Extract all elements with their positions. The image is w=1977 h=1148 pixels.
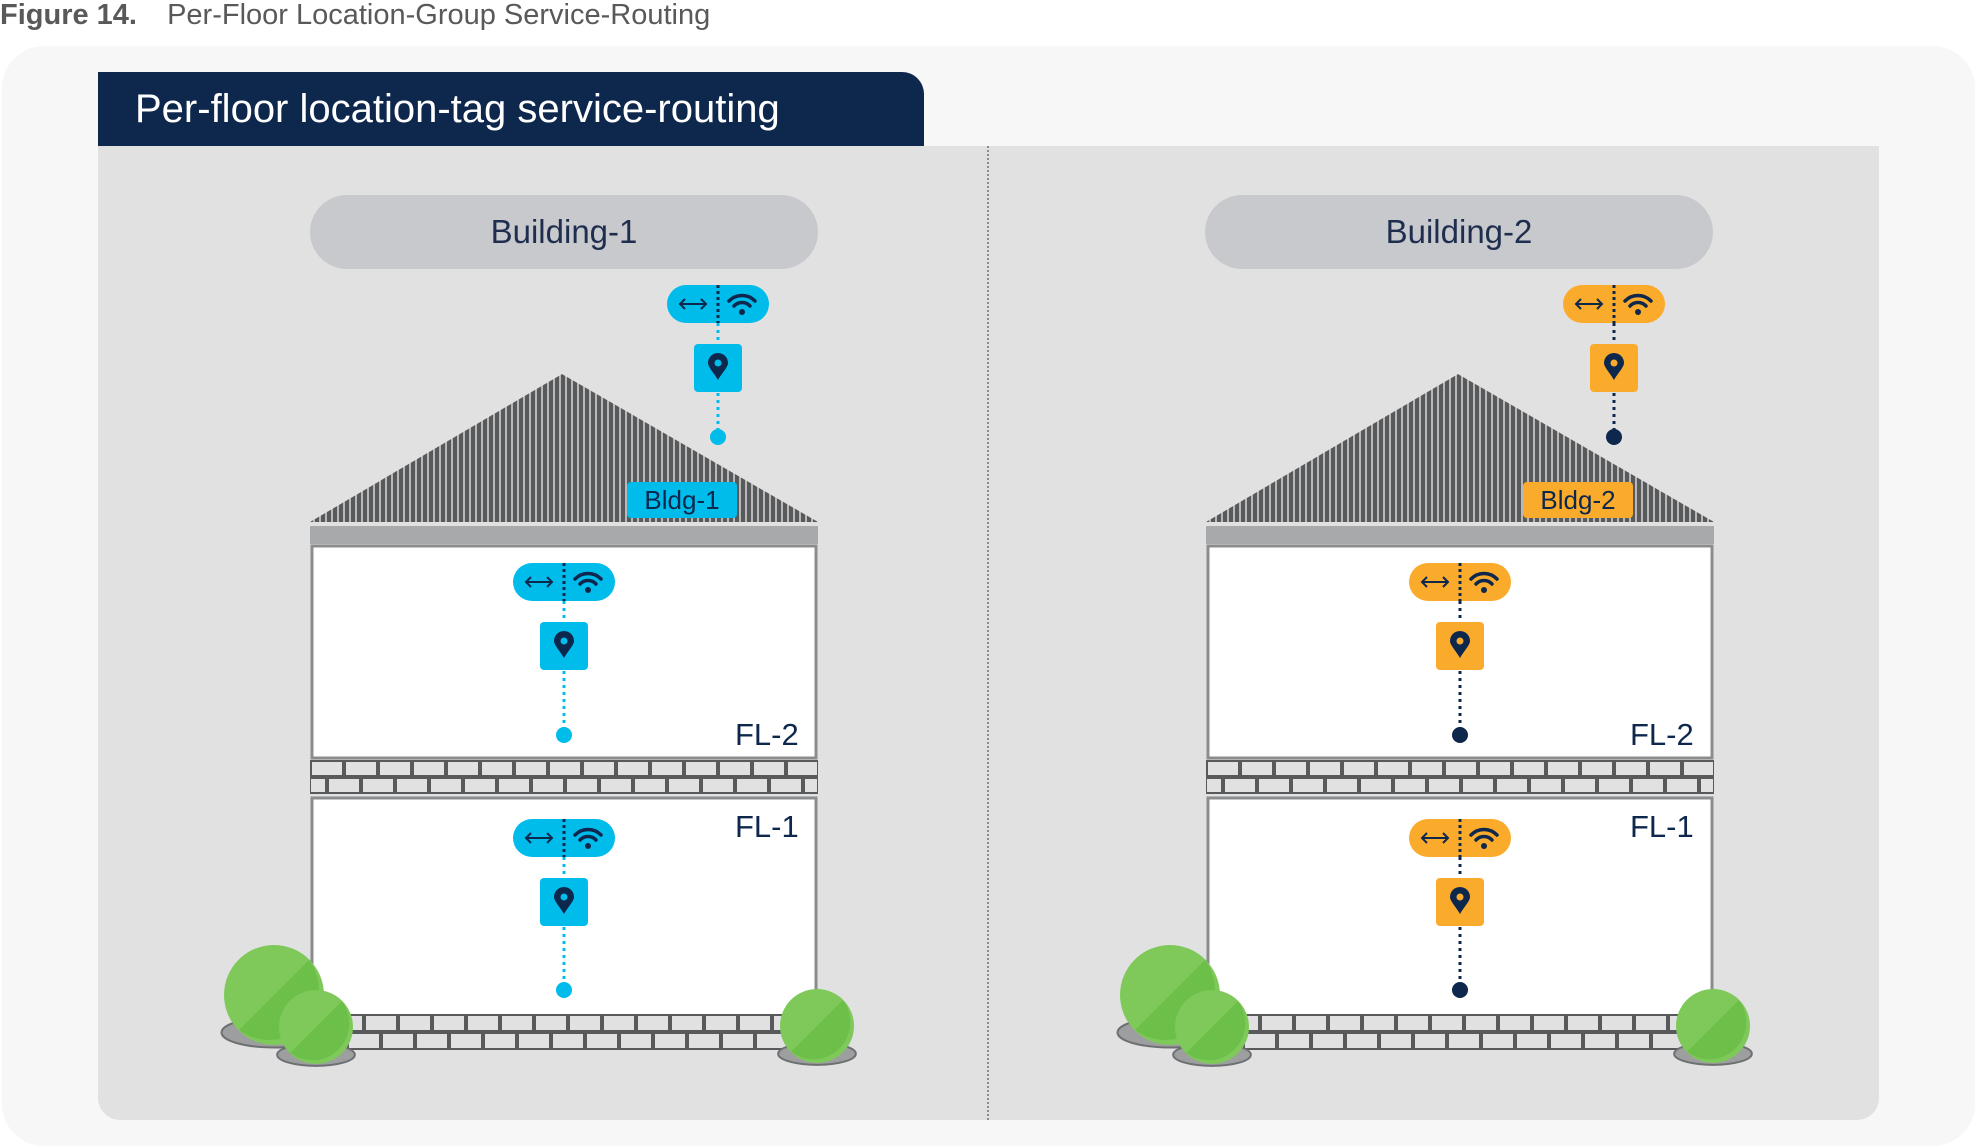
bidirectional-arrow-icon xyxy=(524,832,554,844)
diagram-banner: Per-floor location-tag service-routing xyxy=(98,72,924,146)
building-divider xyxy=(987,146,989,1120)
location-pin-icon xyxy=(708,353,728,380)
building-1-floor-1-label: FL-1 xyxy=(735,809,799,844)
bidirectional-arrow-icon xyxy=(1420,832,1450,844)
roof-beam xyxy=(1206,526,1714,544)
bush-small xyxy=(1673,989,1753,1066)
location-tag-box xyxy=(1436,878,1484,926)
endpoint-dot xyxy=(710,429,726,445)
floor-2-access-point-stack xyxy=(1409,563,1511,743)
location-pin-icon xyxy=(554,887,574,914)
bidirectional-arrow-icon xyxy=(1574,298,1604,310)
endpoint-dot xyxy=(556,982,572,998)
building-2-floor-2-label: FL-2 xyxy=(1630,717,1694,752)
building-2-floor-1-label: FL-1 xyxy=(1630,809,1694,844)
endpoint-dot xyxy=(1452,727,1468,743)
building-2-label: Building-2 xyxy=(1205,195,1713,269)
access-point-badge xyxy=(1409,563,1511,601)
figure-title: Per-Floor Location-Group Service-Routing xyxy=(167,0,711,31)
floor-separator xyxy=(1206,760,1714,794)
bush-small xyxy=(777,989,857,1066)
building-1-tag: Bldg-1 xyxy=(627,482,737,518)
building-1-floor-2-label: FL-2 xyxy=(735,717,799,752)
building-2-tag: Bldg-2 xyxy=(1523,482,1633,518)
location-tag-box xyxy=(540,622,588,670)
location-pin-icon xyxy=(1604,353,1624,380)
wifi-icon xyxy=(1469,571,1499,593)
location-tag-box xyxy=(694,344,742,392)
bush-medium xyxy=(1172,990,1252,1067)
foundation-wall xyxy=(1226,1014,1706,1050)
location-tag-box xyxy=(540,878,588,926)
endpoint-dot xyxy=(1606,429,1622,445)
foundation-wall xyxy=(330,1014,810,1050)
bush-medium xyxy=(276,990,356,1067)
figure-caption: Figure 14. Per-Floor Location-Group Serv… xyxy=(0,0,710,30)
roof xyxy=(1196,374,1722,522)
building-access-point-stack xyxy=(1563,285,1665,445)
wifi-icon xyxy=(573,571,603,593)
floor-1-access-point-stack xyxy=(1409,819,1511,998)
endpoint-dot xyxy=(1452,982,1468,998)
location-tag-box xyxy=(1436,622,1484,670)
location-tag-box xyxy=(1590,344,1638,392)
floor-1-access-point-stack xyxy=(513,819,615,998)
location-pin-icon xyxy=(1450,631,1470,658)
access-point-badge xyxy=(513,819,615,857)
access-point-badge xyxy=(1409,819,1511,857)
access-point-badge xyxy=(513,563,615,601)
roof-beam xyxy=(310,526,818,544)
wifi-icon xyxy=(1469,827,1499,849)
access-point-badge xyxy=(1563,285,1665,323)
building-access-point-stack xyxy=(667,285,769,445)
floor-2-access-point-stack xyxy=(513,563,615,743)
building-1-label: Building-1 xyxy=(310,195,818,269)
wifi-icon xyxy=(727,293,757,315)
access-point-badge xyxy=(667,285,769,323)
figure-number: Figure 14. xyxy=(0,0,137,31)
bidirectional-arrow-icon xyxy=(678,298,708,310)
wifi-icon xyxy=(573,827,603,849)
wifi-icon xyxy=(1623,293,1653,315)
bidirectional-arrow-icon xyxy=(1420,576,1450,588)
location-pin-icon xyxy=(1450,887,1470,914)
endpoint-dot xyxy=(556,727,572,743)
floor-separator xyxy=(310,760,818,794)
location-pin-icon xyxy=(554,631,574,658)
bidirectional-arrow-icon xyxy=(524,576,554,588)
